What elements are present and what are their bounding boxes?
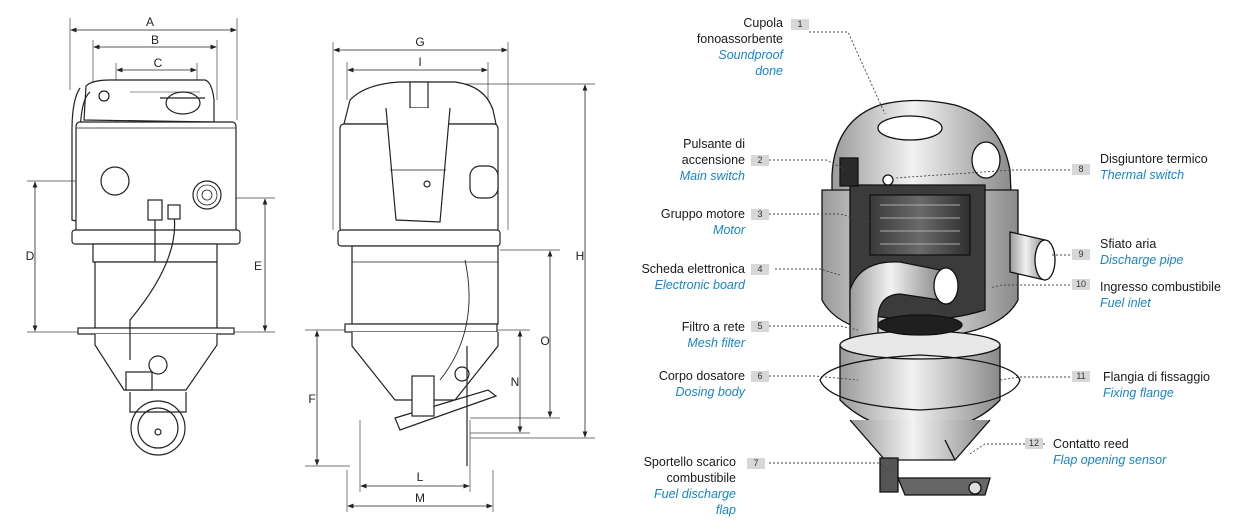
- callout-10-label: Ingresso combustibile Fuel inlet: [1100, 279, 1236, 311]
- svg-text:F: F: [308, 392, 315, 406]
- callout-9-number: 9: [1072, 249, 1090, 260]
- cutaway-view: [819, 99, 1056, 496]
- svg-text:H: H: [576, 249, 585, 263]
- front-view: A B C D E: [26, 15, 275, 456]
- callout-9-italian: Sfiato aria: [1100, 237, 1157, 251]
- svg-text:E: E: [254, 259, 262, 273]
- callout-9-english: Discharge pipe: [1100, 253, 1184, 267]
- callout-1-italian: Cupola: [743, 16, 783, 30]
- callout-3-italian: Gruppo motore: [660, 207, 745, 221]
- callout-5-number: 5: [751, 321, 769, 332]
- callout-8-label: Disgiuntore termico Thermal switch: [1100, 151, 1235, 183]
- side-view: G I H O N F L M: [305, 35, 595, 512]
- svg-text:C: C: [154, 56, 163, 70]
- callout-11-english: Fixing flange: [1103, 386, 1174, 400]
- callout-5-english: Mesh filter: [687, 336, 745, 350]
- callout-2-italian: Pulsante di: [683, 137, 745, 151]
- callout-1-english-line2: done: [755, 64, 783, 78]
- callout-6-italian: Corpo dosatore: [658, 369, 745, 383]
- callout-4-label: Scheda elettronica Electronic board: [600, 261, 745, 293]
- callout-2-italian-line2: accensione: [681, 153, 745, 167]
- callout-12-english: Flap opening sensor: [1053, 453, 1167, 467]
- callout-2-number: 2: [751, 155, 769, 166]
- callout-12-number: 12: [1025, 438, 1043, 449]
- callout-1-italian-line2: fonoassorbente: [696, 32, 783, 46]
- callout-7-italian: Sportello scarico: [643, 455, 736, 469]
- callout-8-italian: Disgiuntore termico: [1100, 152, 1208, 166]
- svg-text:G: G: [415, 35, 424, 49]
- svg-text:N: N: [511, 375, 520, 389]
- callout-7-english: Fuel discharge: [654, 487, 736, 501]
- callout-1-label: Cupola fonoassorbente Soundproof done: [640, 15, 783, 79]
- svg-text:L: L: [417, 470, 424, 484]
- callout-6-label: Corpo dosatore Dosing body: [600, 368, 745, 400]
- callout-5-italian: Filtro a rete: [681, 320, 745, 334]
- callout-4-english: Electronic board: [654, 278, 745, 292]
- callout-7-english-line2: flap: [715, 503, 736, 517]
- callout-8-number: 8: [1072, 164, 1090, 175]
- callout-6-english: Dosing body: [675, 385, 746, 399]
- svg-text:I: I: [418, 55, 421, 69]
- callout-11-number: 11: [1072, 371, 1090, 382]
- callout-3-english: Motor: [713, 223, 745, 237]
- callout-4-italian: Scheda elettronica: [641, 262, 745, 276]
- svg-text:O: O: [540, 334, 549, 348]
- svg-text:A: A: [146, 15, 154, 29]
- callout-8-english: Thermal switch: [1100, 168, 1185, 182]
- callout-10-english: Fuel inlet: [1100, 296, 1151, 310]
- callout-10-number: 10: [1072, 279, 1090, 290]
- callout-9-label: Sfiato aria Discharge pipe: [1100, 236, 1235, 268]
- svg-text:D: D: [26, 249, 35, 263]
- callout-10-italian: Ingresso combustibile: [1100, 280, 1221, 294]
- callout-1-number: 1: [791, 19, 809, 30]
- callout-7-number: 7: [747, 458, 765, 469]
- svg-text:M: M: [415, 491, 425, 505]
- callout-2-label: Pulsante di accensione Main switch: [600, 136, 745, 184]
- callout-6-number: 6: [751, 371, 769, 382]
- callout-3-number: 3: [751, 209, 769, 220]
- callout-2-english: Main switch: [679, 169, 745, 183]
- callout-7-italian-line2: combustibile: [666, 471, 736, 485]
- callout-5-label: Filtro a rete Mesh filter: [600, 319, 745, 351]
- callout-3-label: Gruppo motore Motor: [600, 206, 745, 238]
- callout-11-italian: Flangia di fissaggio: [1103, 370, 1211, 384]
- callout-1-english: Soundproof: [718, 48, 783, 62]
- callout-12-italian: Contatto reed: [1053, 437, 1129, 451]
- callout-11-label: Flangia di fissaggio Fixing flange: [1103, 369, 1236, 401]
- callout-12-label: Contatto reed Flap opening sensor: [1053, 436, 1233, 468]
- callout-7-label: Sportello scarico combustibile Fuel disc…: [600, 454, 736, 518]
- svg-text:B: B: [151, 33, 159, 47]
- callout-4-number: 4: [751, 264, 769, 275]
